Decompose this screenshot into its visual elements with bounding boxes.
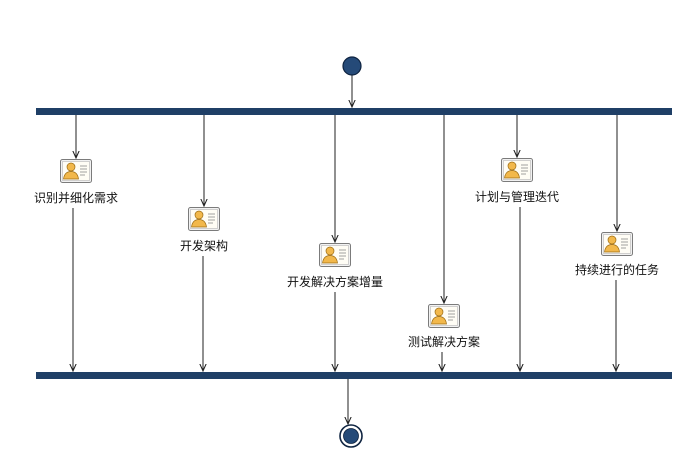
activity-label: 识别并细化需求 xyxy=(34,191,118,205)
activity-a5: 计划与管理迭代 xyxy=(475,158,559,204)
activity-label: 开发解决方案增量 xyxy=(287,274,383,289)
final-node xyxy=(339,424,363,448)
activity-icon xyxy=(60,159,92,183)
activity-label: 持续进行的任务 xyxy=(575,262,659,277)
activity-icon xyxy=(501,158,533,182)
fork-bar xyxy=(36,108,672,115)
activity-a2: 开发架构 xyxy=(180,207,228,253)
activity-a4: 测试解决方案 xyxy=(408,304,480,349)
join-bar xyxy=(36,372,672,379)
activity-label: 开发架构 xyxy=(180,238,228,253)
activity-a3: 开发解决方案增量 xyxy=(287,243,383,289)
activity-icon xyxy=(188,207,220,231)
activity-icon xyxy=(601,232,633,256)
activity-label: 测试解决方案 xyxy=(408,334,480,349)
activity-icon xyxy=(319,243,351,267)
initial-node xyxy=(342,56,362,76)
edges-layer xyxy=(73,75,617,424)
activity-a6: 持续进行的任务 xyxy=(575,232,659,277)
activity-label: 计划与管理迭代 xyxy=(475,189,559,204)
activity-a1: 识别并细化需求 xyxy=(34,159,118,205)
activity-icon xyxy=(428,304,460,328)
bars-layer xyxy=(36,108,672,379)
